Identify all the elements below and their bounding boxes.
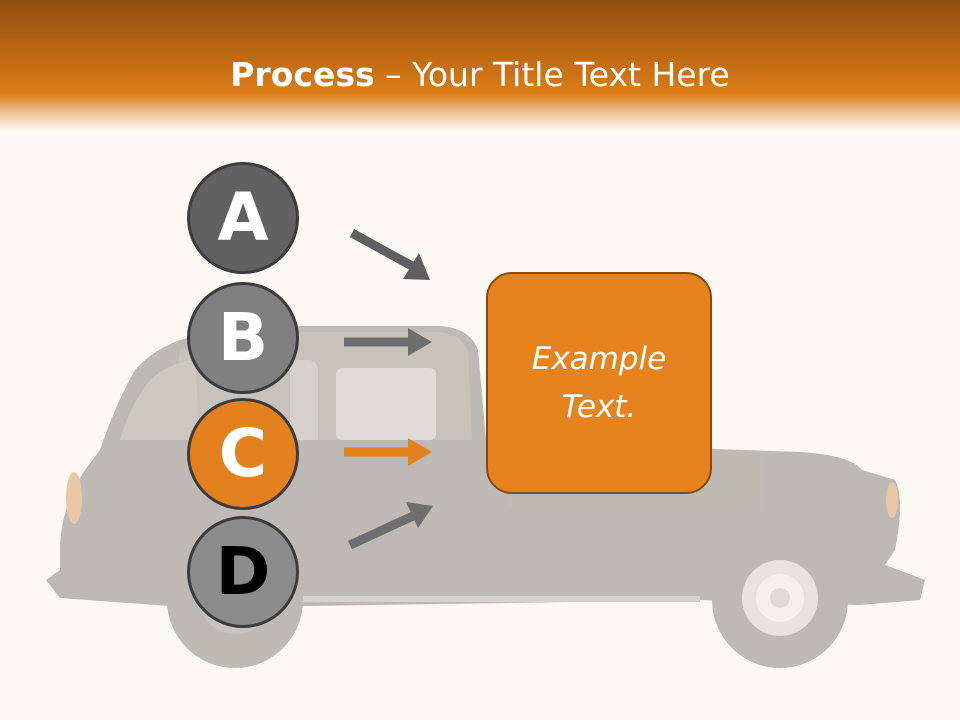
step-a-letter: A (217, 179, 269, 256)
arrow-b (344, 328, 432, 356)
slide-title: Process – Your Title Text Here (0, 55, 960, 95)
example-text-box: Example Text. (486, 272, 712, 494)
title-bar (0, 0, 960, 130)
title-rest: – Your Title Text Here (374, 55, 730, 94)
step-c-letter: C (218, 415, 268, 492)
example-text: Example Text. (531, 341, 667, 425)
step-b-letter: B (217, 299, 269, 376)
arrow-d (348, 502, 433, 550)
step-d-letter: D (215, 533, 271, 610)
step-d-circle: D (187, 516, 299, 628)
step-b-circle: B (187, 282, 299, 394)
step-a-circle: A (187, 162, 299, 274)
step-c-circle: C (187, 398, 299, 510)
arrow-c (344, 438, 432, 466)
arrow-a (349, 229, 430, 280)
title-bold: Process (230, 55, 375, 94)
